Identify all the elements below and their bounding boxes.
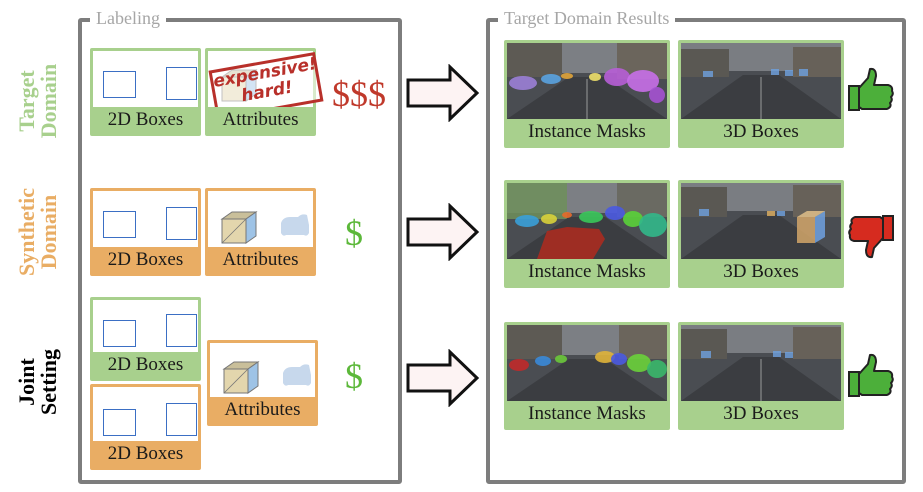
result-instance-masks-card: Instance Masks	[504, 180, 670, 288]
arrow-right-icon	[406, 349, 480, 407]
street-scene-image	[507, 183, 667, 259]
thumbs-down-icon	[848, 215, 894, 259]
street-scene-image	[681, 325, 841, 401]
result-3d-boxes-card: 3D Boxes	[678, 40, 844, 148]
card-caption: 2D Boxes	[93, 107, 198, 133]
bbox-icon	[166, 403, 197, 436]
card-caption: 2D Boxes	[93, 352, 198, 378]
joint-target-2d-boxes-card: 2D Boxes	[90, 297, 201, 381]
bbox-icon	[103, 211, 136, 238]
card-caption: 3D Boxes	[681, 119, 841, 145]
car-silhouette-icon	[283, 364, 311, 386]
cube-icon	[222, 361, 260, 394]
bbox-icon	[166, 67, 197, 100]
synthetic-attributes-card: Attributes	[205, 188, 316, 276]
card-caption: Instance Masks	[507, 401, 667, 427]
result-instance-masks-card: Instance Masks	[504, 322, 670, 430]
row-label-synthetic-line2: Domain	[36, 194, 61, 270]
price-high: $$$	[332, 74, 386, 114]
target-attributes-card: expensive! hard! Attributes	[205, 48, 324, 136]
price-low: $	[345, 213, 363, 253]
bbox-icon	[103, 71, 136, 98]
row-label-target-line2: Domain	[36, 63, 61, 139]
row-label-target-line1: Target	[14, 70, 39, 132]
row-label-joint-line2: Setting	[36, 349, 61, 415]
street-scene-image	[681, 183, 841, 259]
result-3d-boxes-card: 3D Boxes	[678, 322, 844, 430]
price-low: $	[345, 356, 363, 396]
card-caption: Attributes	[208, 107, 313, 133]
street-scene-image	[507, 325, 667, 401]
card-caption: 3D Boxes	[681, 259, 841, 285]
results-panel-title: Target Domain Results	[498, 8, 676, 28]
car-silhouette-icon	[281, 214, 309, 236]
thumbs-up-icon	[848, 67, 894, 111]
bbox-icon	[166, 314, 197, 347]
thumbs-up-icon	[848, 353, 894, 397]
synthetic-2d-boxes-card: 2D Boxes	[90, 188, 201, 276]
target-2d-boxes-card: 2D Boxes	[90, 48, 201, 136]
bbox-icon	[103, 320, 136, 347]
card-caption: Instance Masks	[507, 119, 667, 145]
labeling-panel	[78, 18, 402, 484]
arrow-right-icon	[406, 203, 480, 261]
joint-synthetic-2d-boxes-card: 2D Boxes	[90, 384, 201, 470]
row-label-synthetic: Synthetic Domain	[14, 170, 61, 294]
street-scene-image	[507, 43, 667, 119]
street-scene-image	[681, 43, 841, 119]
result-3d-boxes-card: 3D Boxes	[678, 180, 844, 288]
card-caption: 2D Boxes	[93, 441, 198, 467]
card-caption: 3D Boxes	[681, 401, 841, 427]
row-label-joint: Joint Setting	[14, 332, 61, 432]
results-panel	[486, 18, 906, 484]
bbox-icon	[103, 409, 136, 436]
arrow-right-icon	[406, 64, 480, 122]
card-caption: Attributes	[210, 397, 315, 423]
card-caption: 2D Boxes	[93, 247, 198, 273]
card-caption: Instance Masks	[507, 259, 667, 285]
row-label-target: Target Domain	[14, 51, 61, 151]
bbox-icon	[166, 207, 197, 240]
joint-attributes-card: Attributes	[207, 340, 318, 426]
row-label-synthetic-line1: Synthetic	[14, 188, 39, 276]
result-instance-masks-card: Instance Masks	[504, 40, 670, 148]
labeling-panel-title: Labeling	[90, 8, 166, 28]
row-label-joint-line1: Joint	[14, 358, 39, 406]
cube-icon	[220, 211, 258, 244]
card-caption: Attributes	[208, 247, 313, 273]
